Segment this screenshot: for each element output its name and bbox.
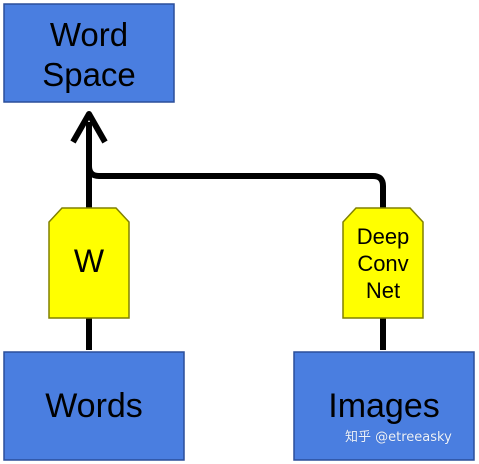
cnn-module-shape xyxy=(342,207,424,319)
watermark: 知乎 @etreeasky xyxy=(345,430,452,445)
word-space-node: Word Space xyxy=(3,3,175,103)
images-label: Images xyxy=(328,387,440,425)
w-module-node: W xyxy=(48,207,130,319)
arrow-head-icon xyxy=(70,111,108,144)
word-space-label-line2: Space xyxy=(42,56,136,93)
word-space-box xyxy=(3,3,175,103)
word-space-label-line1: Word xyxy=(50,16,128,53)
cnn-module-label-line1: Deep xyxy=(357,224,410,249)
words-box xyxy=(3,351,185,461)
words-label: Words xyxy=(45,387,143,425)
images-node: Images xyxy=(293,351,475,461)
connector-cnn-to-junction xyxy=(86,165,386,210)
w-module-label: W xyxy=(74,243,105,279)
cnn-module-label-line3: Net xyxy=(366,278,400,303)
w-module-shape xyxy=(48,207,130,319)
connectors xyxy=(70,111,386,350)
words-node: Words xyxy=(3,351,185,461)
images-box xyxy=(293,351,475,461)
cnn-module-node: Deep Conv Net xyxy=(342,207,424,319)
cnn-module-label-line2: Conv xyxy=(357,251,408,276)
